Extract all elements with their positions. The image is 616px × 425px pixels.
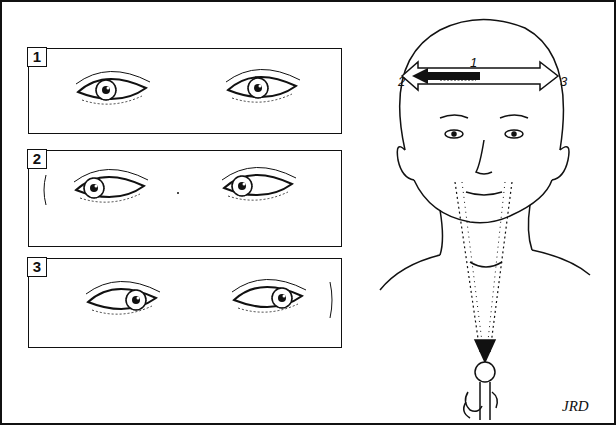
artist-signature: JRD	[562, 398, 589, 415]
panel-number: 2	[27, 149, 47, 169]
eye-panel: 1	[28, 48, 342, 134]
direction-number: 1	[470, 55, 477, 70]
panel-number: 3	[27, 257, 47, 277]
eyes-1	[76, 69, 300, 104]
eyes-3	[86, 279, 332, 318]
panel-number: 1	[27, 47, 47, 67]
eye-panel: 2	[28, 150, 342, 247]
eye-panel: 3	[28, 258, 342, 348]
head-figure	[380, 19, 590, 420]
eyes-2	[44, 167, 296, 205]
direction-number: 3	[560, 74, 567, 89]
direction-number: 2	[398, 74, 405, 89]
